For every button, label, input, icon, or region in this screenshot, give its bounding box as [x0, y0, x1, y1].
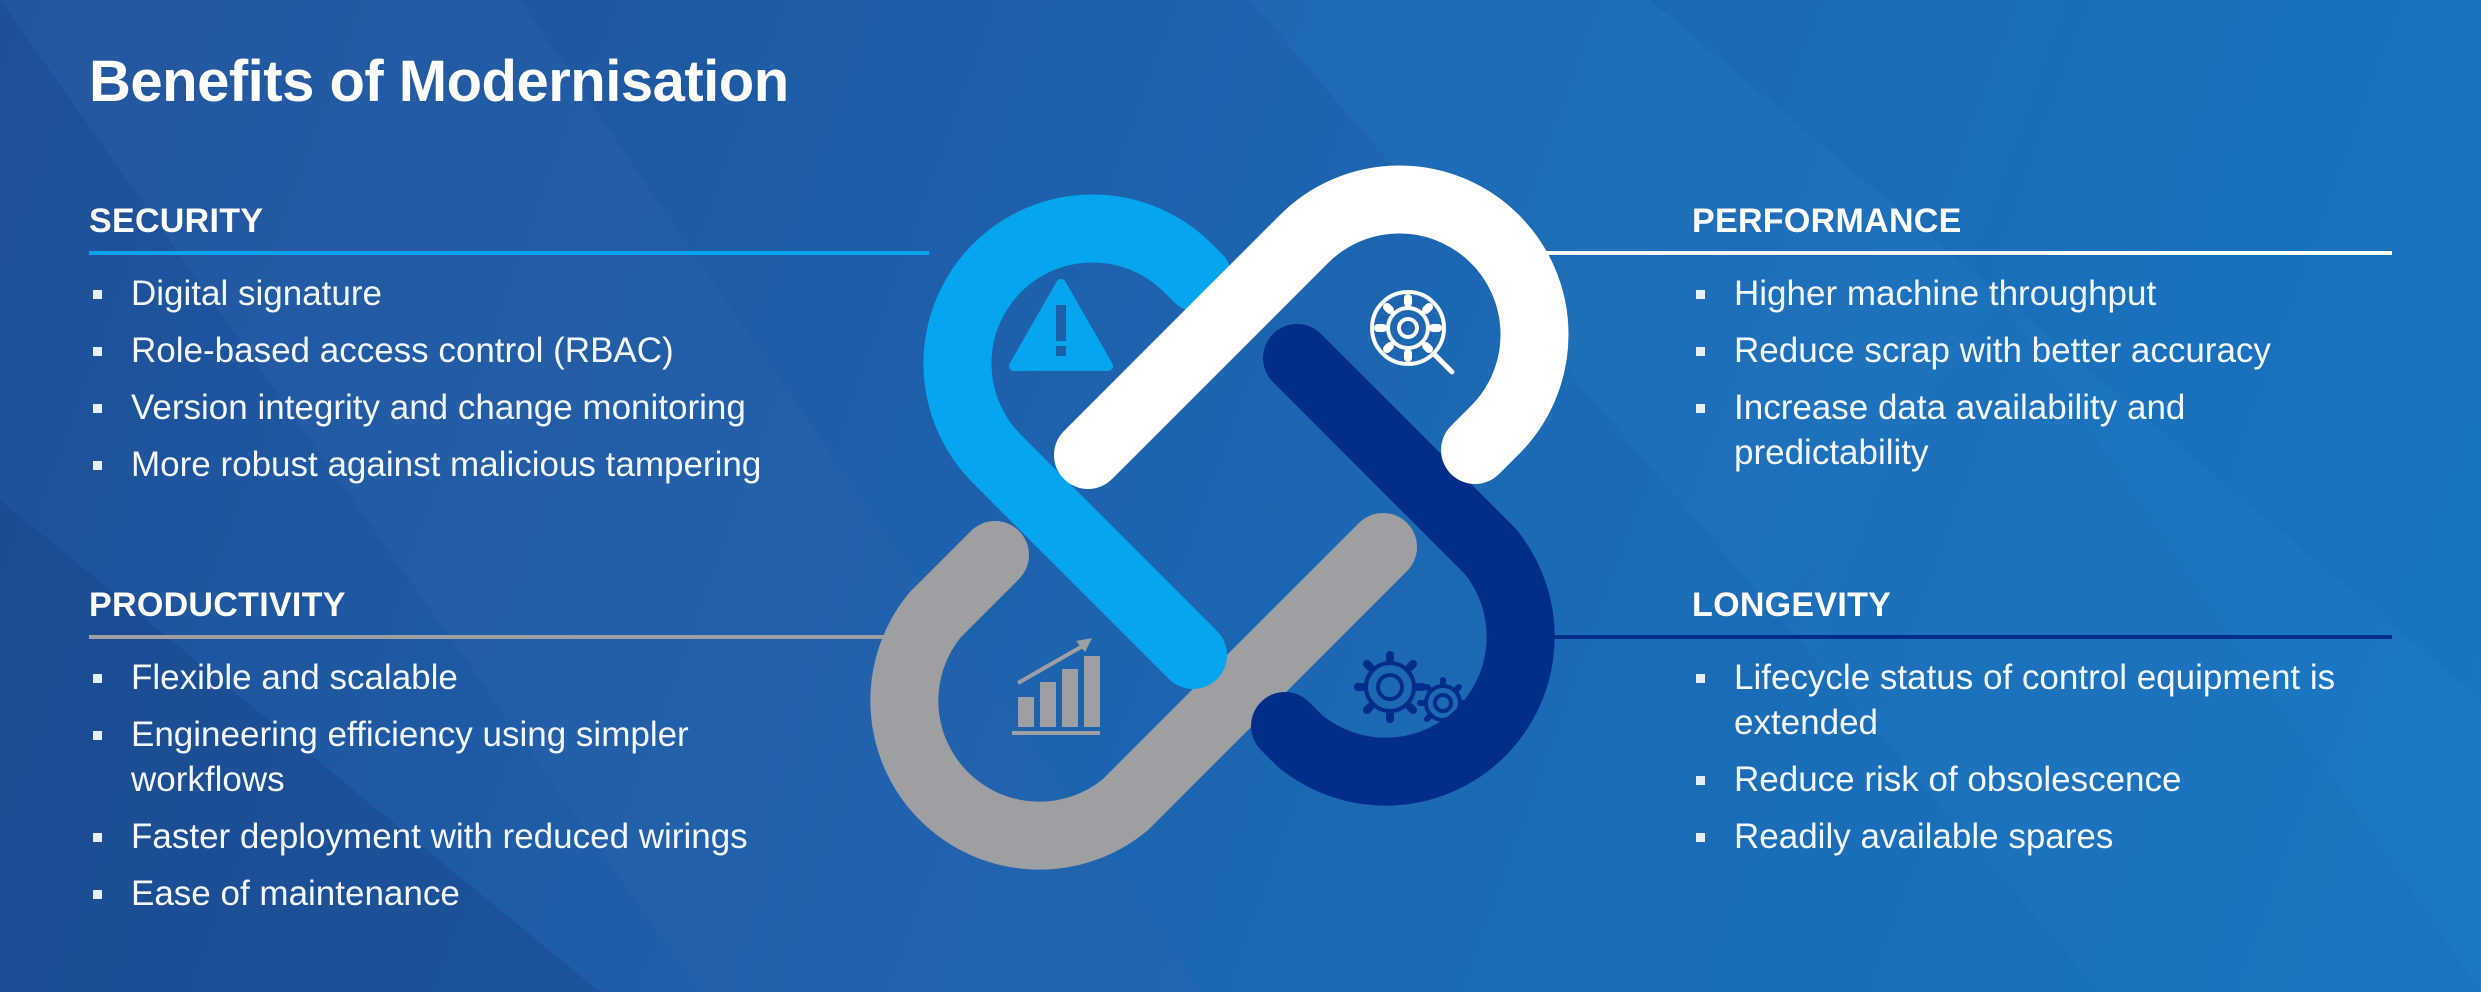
list-item: Ease of maintenance	[89, 871, 849, 916]
performance-section: PERFORMANCE Higher machine throughput Re…	[1692, 202, 2392, 487]
list-item: Engineering efficiency using simpler wor…	[89, 712, 771, 802]
longevity-section: LONGEVITY Lifecycle status of control eq…	[1692, 586, 2392, 871]
list-item: Version integrity and change monitoring	[89, 385, 849, 430]
list-item: Increase data availability and predictab…	[1692, 385, 2254, 475]
bar-chart-growth-icon	[1012, 638, 1100, 735]
list-item: More robust against malicious tampering	[89, 442, 849, 487]
productivity-rule	[89, 635, 929, 639]
gear-search-icon	[1370, 290, 1455, 375]
security-heading: SECURITY	[89, 202, 264, 240]
security-list: Digital signature Role-based access cont…	[89, 271, 849, 487]
performance-list: Higher machine throughput Reduce scrap w…	[1692, 271, 2392, 475]
security-section: SECURITY Digital signature Role-based ac…	[89, 202, 849, 499]
productivity-heading: PRODUCTIVITY	[89, 586, 346, 624]
list-item: Reduce scrap with better accuracy	[1692, 328, 2392, 373]
list-item: Higher machine throughput	[1692, 271, 2392, 316]
performance-link	[1054, 165, 1569, 489]
longevity-link	[1251, 324, 1555, 806]
page-title: Benefits of Modernisation	[89, 49, 789, 114]
security-rule	[89, 251, 929, 255]
productivity-link	[870, 513, 1417, 870]
productivity-section: PRODUCTIVITY Flexible and scalable Engin…	[89, 586, 849, 928]
list-item: Faster deployment with reduced wirings	[89, 814, 849, 859]
productivity-list: Flexible and scalable Engineering effici…	[89, 655, 849, 916]
list-item: Role-based access control (RBAC)	[89, 328, 849, 373]
performance-rule	[1540, 251, 2392, 255]
performance-heading: PERFORMANCE	[1692, 202, 1962, 240]
list-item: Lifecycle status of control equipment is…	[1692, 655, 2354, 745]
list-item: Readily available spares	[1692, 814, 2392, 859]
warning-icon	[1009, 279, 1113, 371]
longevity-heading: LONGEVITY	[1692, 586, 1892, 624]
longevity-rule	[1540, 635, 2392, 639]
longevity-list: Lifecycle status of control equipment is…	[1692, 655, 2392, 859]
list-item: Reduce risk of obsolescence	[1692, 757, 2392, 802]
security-link	[923, 194, 1232, 689]
list-item: Digital signature	[89, 271, 849, 316]
gears-icon	[1354, 651, 1469, 729]
list-item: Flexible and scalable	[89, 655, 849, 700]
